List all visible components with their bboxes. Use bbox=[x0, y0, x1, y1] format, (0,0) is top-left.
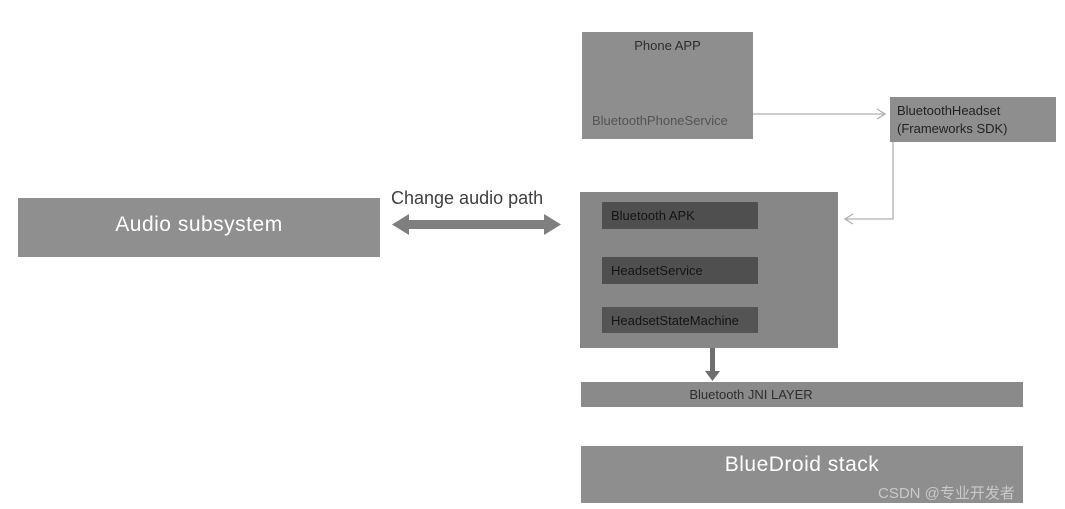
csdn-watermark: CSDN @专业开发者 bbox=[878, 485, 1015, 502]
bluetooth-apk-box: Bluetooth APK bbox=[602, 202, 758, 229]
phone-app-title: Phone APP bbox=[634, 38, 701, 53]
bluetooth-phone-service-label: BluetoothPhoneService bbox=[592, 113, 728, 128]
bluetooth-headset-sdk: (Frameworks SDK) bbox=[897, 120, 1008, 136]
bluetooth-jni-layer-bar: Bluetooth JNI LAYER bbox=[581, 382, 1023, 407]
apk-to-jni-arrow bbox=[705, 348, 720, 381]
bluetooth-apk-container: Bluetooth APK HeadsetService HeadsetStat… bbox=[580, 192, 838, 348]
headset-to-apk-arrow bbox=[843, 142, 894, 225]
bluedroid-stack-label: BlueDroid stack bbox=[724, 453, 880, 476]
phoneapp-to-headset-arrow bbox=[753, 108, 887, 120]
headset-state-machine-box: HeadsetStateMachine bbox=[602, 307, 758, 333]
bluetooth-headset-name: BluetoothHeadset bbox=[897, 102, 1001, 118]
bluetooth-headset-box: BluetoothHeadset (Frameworks SDK) bbox=[890, 97, 1056, 142]
bluetooth-jni-layer-label: Bluetooth JNI LAYER bbox=[689, 387, 813, 402]
bluedroid-stack-box: BlueDroid stack bbox=[581, 446, 1023, 503]
audio-subsystem-label: Audio subsystem bbox=[115, 212, 283, 236]
change-audio-path-arrow bbox=[392, 214, 561, 235]
phone-app-box: Phone APP BluetoothPhoneService bbox=[582, 32, 753, 139]
headset-service-box: HeadsetService bbox=[602, 257, 758, 284]
change-audio-path-label: Change audio path bbox=[391, 188, 544, 208]
audio-subsystem-box: Audio subsystem bbox=[18, 198, 380, 257]
